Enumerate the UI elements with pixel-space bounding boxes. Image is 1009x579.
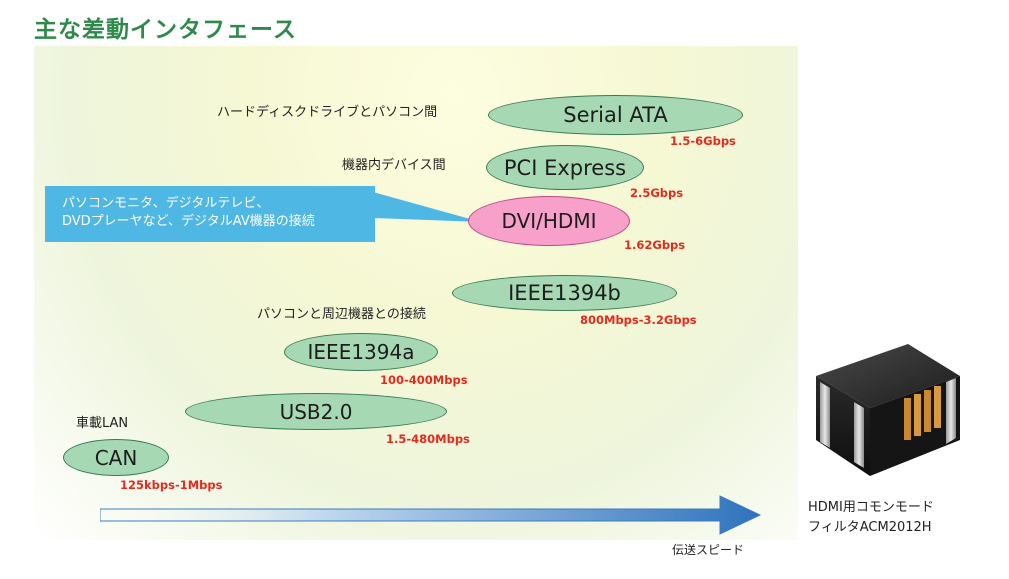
- speed-arrow-label: 伝送スピード: [672, 543, 745, 557]
- callout-pointer: [373, 192, 481, 222]
- callout-box: パソコンモニタ、デジタルテレビ、 DVDプレーヤなど、デジタルAV機器の接続: [45, 186, 375, 242]
- speed-dvi-hdmi: 1.62Gbps: [624, 238, 686, 252]
- speed-ieee1394a: 100-400Mbps: [380, 373, 468, 387]
- speed-ieee1394b: 800Mbps-3.2Gbps: [580, 313, 697, 327]
- speed-pci-express: 2.5Gbps: [630, 186, 684, 200]
- context-label-ieee1394b: パソコンと周辺機器との接続: [257, 307, 426, 322]
- page-title: 主な差動インタフェース: [34, 17, 297, 43]
- product-caption: HDMI用コモンモード フィルタACM2012H: [808, 498, 934, 538]
- oval-ieee1394b: IEEE1394b: [452, 275, 677, 311]
- speed-arrow: [100, 495, 762, 535]
- oval-ieee1394a: IEEE1394a: [284, 333, 438, 371]
- speed-usb2: 1.5-480Mbps: [386, 432, 470, 446]
- oval-can: CAN: [63, 439, 169, 476]
- speed-can: 125kbps-1Mbps: [120, 478, 223, 492]
- context-label-can: 車載LAN: [76, 416, 129, 431]
- product-caption-line-1: HDMI用コモンモード: [808, 500, 934, 515]
- oval-dvi-hdmi: DVI/HDMI: [468, 196, 630, 246]
- speed-serial-ata: 1.5-6Gbps: [670, 134, 736, 148]
- context-label-pcie: 機器内デバイス間: [342, 158, 446, 173]
- product-caption-line-2: フィルタACM2012H: [808, 520, 932, 535]
- oval-usb2: USB2.0: [185, 393, 447, 430]
- context-label-sata: ハードディスクドライブとパソコン間: [217, 105, 438, 120]
- callout-line-1: パソコンモニタ、デジタルテレビ、: [62, 196, 270, 211]
- oval-pci-express: PCI Express: [486, 145, 644, 190]
- callout-line-2: DVDプレーヤなど、デジタルAV機器の接続: [62, 214, 315, 229]
- oval-serial-ata: Serial ATA: [488, 95, 743, 135]
- filter-chip-image: [816, 344, 960, 476]
